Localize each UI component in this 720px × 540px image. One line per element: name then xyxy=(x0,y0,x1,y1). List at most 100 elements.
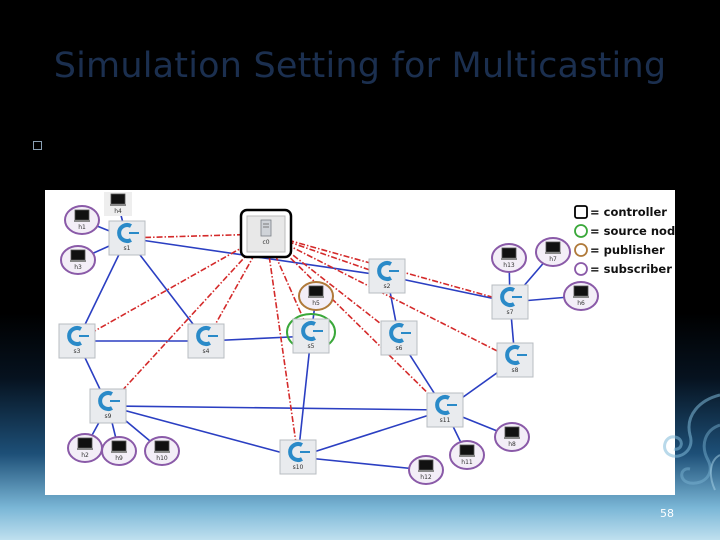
legend-item: = publisher xyxy=(574,243,665,257)
node-s11[interactable]: s11 xyxy=(426,392,464,428)
legend-label: = subscriber xyxy=(590,262,672,276)
legend: = controller = source node = publisher = su… xyxy=(574,205,683,276)
node-h9[interactable]: h9 xyxy=(101,436,137,466)
keyboard xyxy=(545,252,561,254)
node-label: h9 xyxy=(115,455,123,462)
monitor xyxy=(501,247,517,259)
keyboard xyxy=(77,448,93,450)
node-h11[interactable]: h11 xyxy=(449,440,485,470)
monitor xyxy=(110,193,126,205)
legend-item: = subscriber xyxy=(574,262,672,276)
control-link-c0-s10 xyxy=(265,233,299,458)
legend-circle-marker xyxy=(574,243,588,257)
keyboard xyxy=(501,258,517,260)
node-h7[interactable]: h7 xyxy=(535,237,571,267)
node-s6[interactable]: s6 xyxy=(380,320,418,356)
monitor xyxy=(418,459,434,471)
node-s4[interactable]: s4 xyxy=(187,323,225,359)
node-label: h13 xyxy=(503,262,515,269)
node-s5[interactable]: s5 xyxy=(286,313,336,354)
node-h2[interactable]: h2 xyxy=(67,433,103,463)
link-s10-h12 xyxy=(297,456,427,471)
node-h6[interactable]: h6 xyxy=(563,281,599,311)
switch-icon xyxy=(377,261,392,281)
computer-icon xyxy=(110,193,126,206)
node-s9[interactable]: s9 xyxy=(89,388,127,424)
control-link-c0-s3 xyxy=(76,233,267,342)
keyboard xyxy=(111,451,127,453)
switch-tile xyxy=(426,392,464,428)
node-label: s6 xyxy=(396,345,403,352)
node-h3[interactable]: h3 xyxy=(60,245,96,275)
monitor xyxy=(545,241,561,253)
legend-item: = controller xyxy=(574,205,667,219)
dragon-ornament-icon xyxy=(663,393,720,491)
control-link-c0-s8 xyxy=(265,233,516,361)
node-h10[interactable]: h10 xyxy=(144,436,180,466)
link-s9-s11 xyxy=(107,405,446,411)
monitor xyxy=(308,285,324,297)
computer-icon xyxy=(545,241,561,254)
keyboard xyxy=(154,451,170,453)
node-label: h8 xyxy=(508,441,516,448)
node-label: s3 xyxy=(74,348,81,355)
link-s2-s7 xyxy=(386,275,511,303)
node-label: h6 xyxy=(577,300,585,307)
node-s8[interactable]: s8 xyxy=(496,342,534,378)
node-label: s1 xyxy=(124,245,131,252)
computer-icon xyxy=(504,426,520,439)
keyboard xyxy=(308,296,324,298)
keyboard xyxy=(459,455,475,457)
node-h4[interactable]: h4 xyxy=(104,192,132,216)
node-s2[interactable]: s2 xyxy=(368,258,406,294)
node-s10[interactable]: s10 xyxy=(279,439,317,475)
network-diagram: c0 s1 s2 s3 s4 s5 s6 s7 s8 s9 s10 s11 h1 h2 h3 h4 h5 h6 h7… xyxy=(45,190,683,495)
node-s7[interactable]: s7 xyxy=(491,284,529,320)
computer-icon xyxy=(154,440,170,453)
switch-icon xyxy=(196,326,211,346)
node-s1[interactable]: s1 xyxy=(108,220,146,256)
node-label: s2 xyxy=(384,283,391,290)
node-label: s5 xyxy=(308,343,315,350)
legend-item: = source node xyxy=(574,224,683,238)
monitor xyxy=(111,440,127,452)
computer-icon xyxy=(77,437,93,450)
node-h13[interactable]: h13 xyxy=(491,243,527,273)
node-h12[interactable]: h12 xyxy=(408,455,444,485)
switch-icon xyxy=(505,345,520,365)
computer-icon xyxy=(74,209,90,222)
switch-icon xyxy=(389,323,404,343)
node-h8[interactable]: h8 xyxy=(494,422,530,452)
computer-icon xyxy=(418,459,434,472)
node-label: s10 xyxy=(293,464,304,471)
keyboard xyxy=(74,220,90,222)
node-label: h3 xyxy=(74,264,82,271)
node-label: h1 xyxy=(78,224,86,231)
computer-icon xyxy=(573,285,589,298)
page-number: 58 xyxy=(660,507,674,520)
node-c0[interactable]: c0 xyxy=(239,208,293,259)
legend-label: = source node xyxy=(590,224,675,238)
control-link-c0-s2 xyxy=(265,233,388,277)
node-h1[interactable]: h1 xyxy=(64,205,100,235)
computer-icon xyxy=(459,444,475,457)
node-label: s4 xyxy=(203,348,210,355)
node-label: s8 xyxy=(512,367,519,374)
node-label: h7 xyxy=(549,256,557,263)
computer-icon xyxy=(70,249,86,262)
switch-icon xyxy=(435,395,450,415)
legend-circle-marker xyxy=(574,224,588,238)
switch-icon xyxy=(98,391,113,411)
switch-icon xyxy=(500,287,515,307)
node-s3[interactable]: s3 xyxy=(58,323,96,359)
node-label: s7 xyxy=(507,309,514,316)
control-link-c0-s11 xyxy=(265,233,446,411)
monitor xyxy=(74,209,90,221)
switch-icon xyxy=(67,326,82,346)
nodes-layer: c0 s1 s2 s3 s4 s5 s6 s7 s8 s9 s10 s11 h1 h2 h3 h4 h5 h6 h7… xyxy=(58,192,599,485)
keyboard xyxy=(573,296,589,298)
switch-icon xyxy=(301,321,316,341)
control-link-c0-s9 xyxy=(107,233,267,407)
node-h5[interactable]: h5 xyxy=(298,281,334,311)
